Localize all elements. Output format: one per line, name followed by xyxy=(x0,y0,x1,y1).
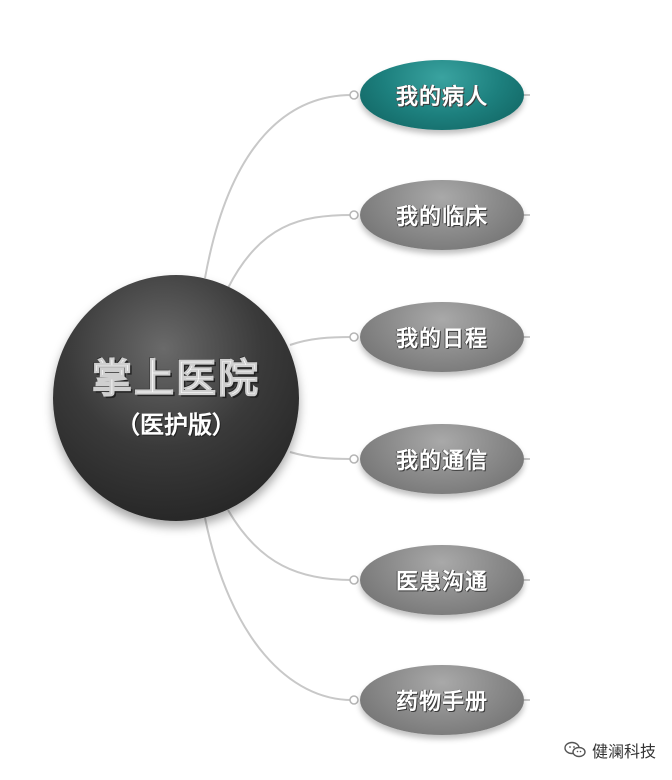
wechat-icon xyxy=(564,741,586,758)
connector-dot-1 xyxy=(349,90,359,100)
branch-my-patients[interactable]: 我的病人 xyxy=(360,60,524,130)
branch-label: 我的临床 xyxy=(395,205,488,230)
connector-dot-6 xyxy=(349,695,359,705)
connector-line-5 xyxy=(227,509,353,581)
branch-label: 药物手册 xyxy=(395,690,488,715)
branch-my-clinical[interactable]: 我的临床 xyxy=(360,180,524,250)
branch-doctor-patient-communication[interactable]: 医患沟通 xyxy=(360,545,524,615)
branch-label: 医患沟通 xyxy=(395,570,488,595)
connector-line-2 xyxy=(227,214,353,289)
branch-my-communication[interactable]: 我的通信 xyxy=(360,424,524,494)
branch-my-schedule[interactable]: 我的日程 xyxy=(360,302,524,372)
branch-label: 我的日程 xyxy=(395,327,488,352)
center-node: 掌上医院 （医护版） xyxy=(53,275,299,521)
center-title: 掌上医院 xyxy=(92,355,260,402)
connector-line-4 xyxy=(289,451,353,460)
connector-line-1 xyxy=(204,94,353,279)
branch-label: 我的通信 xyxy=(395,449,488,474)
branch-label: 我的病人 xyxy=(395,85,488,110)
connector-dot-4 xyxy=(349,454,359,464)
connector-dot-3 xyxy=(349,332,359,342)
connector-line-3 xyxy=(289,336,353,346)
watermark-text: 健澜科技 xyxy=(591,742,656,761)
branch-drug-handbook[interactable]: 药物手册 xyxy=(360,665,524,735)
center-subtitle: （医护版） xyxy=(116,410,236,439)
connector-dot-2 xyxy=(349,210,359,220)
connector-line-6 xyxy=(204,517,353,701)
connector-dot-5 xyxy=(349,575,359,585)
watermark: 健澜科技 xyxy=(564,738,656,762)
